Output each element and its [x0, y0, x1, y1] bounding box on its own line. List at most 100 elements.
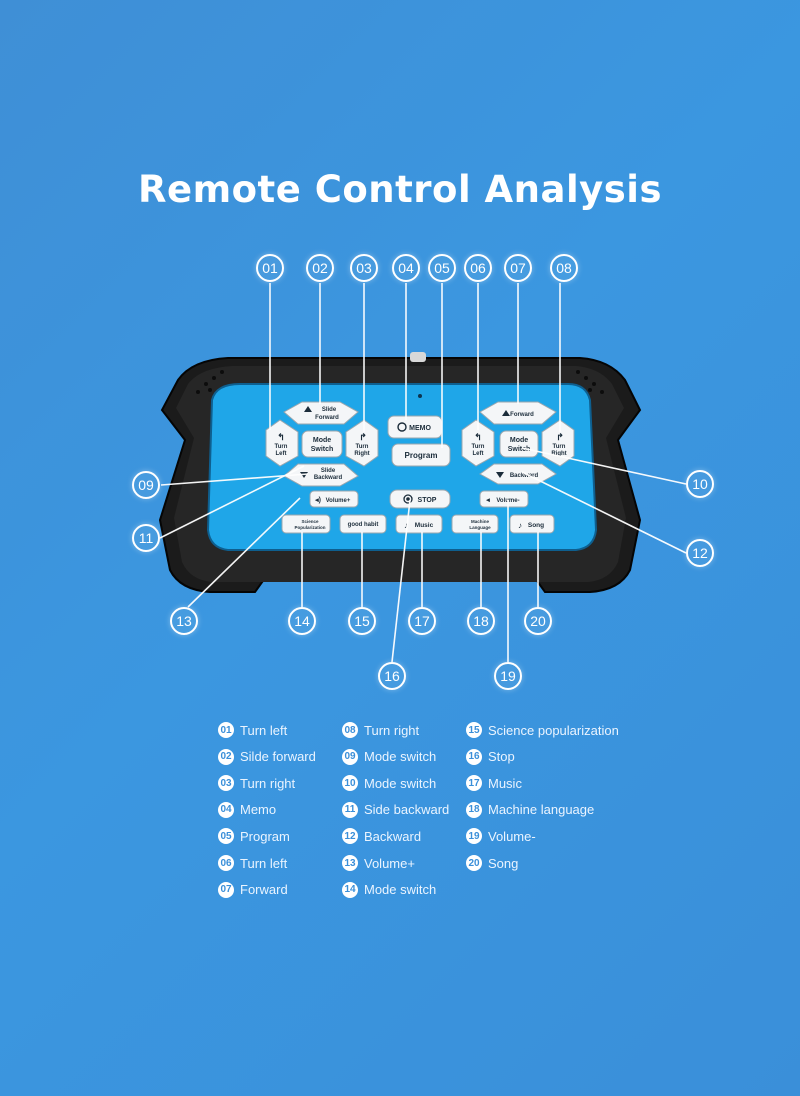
- legend-label: Turn left: [240, 722, 288, 738]
- svg-text:Language: Language: [469, 525, 491, 530]
- svg-text:Forward: Forward: [510, 412, 534, 418]
- svg-text:Mode: Mode: [510, 437, 528, 444]
- stop-button: [389, 489, 451, 509]
- callout-badge-09: 09: [132, 471, 160, 499]
- svg-text:↰: ↰: [277, 432, 285, 442]
- legend-number: 11: [342, 801, 358, 818]
- svg-text:Slide: Slide: [322, 407, 337, 413]
- right-turn-left-button: [461, 419, 495, 467]
- svg-text:Backward: Backward: [510, 473, 539, 479]
- svg-text:Song: Song: [528, 522, 544, 529]
- legend-number: 19: [466, 828, 482, 845]
- svg-text:STOP: STOP: [418, 497, 437, 504]
- svg-text:Forward: Forward: [315, 415, 339, 421]
- legend-number: 02: [218, 748, 234, 765]
- callout-badge-02: 02: [306, 254, 334, 282]
- legend-number: 10: [342, 775, 358, 792]
- legend-label: Program: [240, 828, 290, 844]
- leader-lines: [159, 283, 687, 663]
- legend-number: 01: [218, 722, 234, 738]
- left-mode-switch-button: [301, 430, 343, 458]
- legend-label: Mode switch: [364, 749, 437, 765]
- svg-text:♪: ♪: [404, 521, 408, 530]
- legend-number: 09: [342, 748, 358, 765]
- callout-badge-14: 14: [288, 607, 316, 635]
- legend-label: Mode switch: [364, 775, 437, 791]
- callout-badge-03: 03: [350, 254, 378, 282]
- page-title: Remote Control Analysis: [137, 168, 663, 211]
- legend-number: 18: [466, 801, 482, 818]
- callout-badge-05: 05: [428, 254, 456, 282]
- left-slide-backward-button: [283, 463, 359, 487]
- legend-item-08: 08 Turn right: [342, 722, 419, 738]
- svg-text:Switch: Switch: [508, 446, 531, 453]
- callout-badge-20: 20: [524, 607, 552, 635]
- svg-text:Switch: Switch: [311, 446, 334, 453]
- legend-number: 20: [466, 855, 482, 871]
- antenna-nub: [410, 352, 426, 362]
- callout-badge-11: 11: [132, 524, 160, 552]
- legend-label: Mode switch: [364, 882, 437, 898]
- svg-text:Slide: Slide: [321, 468, 336, 474]
- legend-number: 16: [466, 748, 482, 765]
- left-turn-left-button: [265, 419, 299, 467]
- legend-number: 06: [218, 855, 234, 871]
- legend-label: Backward: [364, 828, 422, 844]
- left-slide-forward-button: [283, 401, 359, 425]
- svg-text:↱: ↱: [556, 432, 564, 442]
- legend-number: 08: [342, 722, 358, 738]
- callout-badge-01: 01: [256, 254, 284, 282]
- legend-number: 03: [218, 775, 234, 792]
- legend-number: 04: [218, 801, 234, 818]
- good-habit-button: [339, 514, 387, 534]
- legend-number: 15: [466, 722, 482, 738]
- legend-item-16: 16 Stop: [466, 748, 515, 765]
- svg-text:Program: Program: [405, 451, 438, 460]
- callout-badge-17: 17: [408, 607, 436, 635]
- legend-number: 07: [218, 881, 234, 898]
- volume-minus-button: [479, 490, 529, 508]
- svg-text:Turn: Turn: [356, 444, 369, 450]
- svg-text:Right: Right: [551, 451, 566, 457]
- svg-text:Machine: Machine: [471, 519, 490, 524]
- callout-badge-13: 13: [170, 607, 198, 635]
- svg-text:Turn: Turn: [275, 444, 288, 450]
- callout-badge-04: 04: [392, 254, 420, 282]
- control-panel: [206, 383, 598, 551]
- right-forward-button: [479, 401, 557, 425]
- legend-item-10: 10 Mode switch: [342, 775, 437, 792]
- svg-text:◂): ◂): [314, 497, 321, 504]
- legend-number: 13: [342, 855, 358, 871]
- legend-number: 12: [342, 828, 358, 845]
- svg-text:◂: ◂: [485, 497, 490, 504]
- svg-text:Right: Right: [354, 451, 369, 457]
- legend-item-09: 09 Mode switch: [342, 748, 437, 765]
- legend-item-01: 01 Turn left: [218, 722, 287, 738]
- svg-text:Left: Left: [276, 451, 287, 457]
- legend-label: Music: [488, 775, 522, 791]
- callout-badge-15: 15: [348, 607, 376, 635]
- speaker-grille-right: [576, 370, 604, 394]
- callout-badge-06: 06: [464, 254, 492, 282]
- svg-text:Turn: Turn: [553, 444, 566, 450]
- callout-badge-12: 12: [686, 539, 714, 567]
- svg-text:Science: Science: [301, 519, 319, 524]
- svg-text:♪: ♪: [518, 521, 522, 530]
- legend-label: Turn right: [364, 722, 420, 738]
- legend-label: Stop: [488, 749, 515, 765]
- legend-item-12: 12 Backward: [342, 828, 422, 845]
- volume-plus-button: [309, 490, 359, 508]
- song-button: [509, 514, 555, 534]
- science-button: [281, 514, 331, 534]
- svg-text:Music: Music: [415, 522, 434, 529]
- program-button: [391, 443, 451, 467]
- callout-badge-16: 16: [378, 662, 406, 690]
